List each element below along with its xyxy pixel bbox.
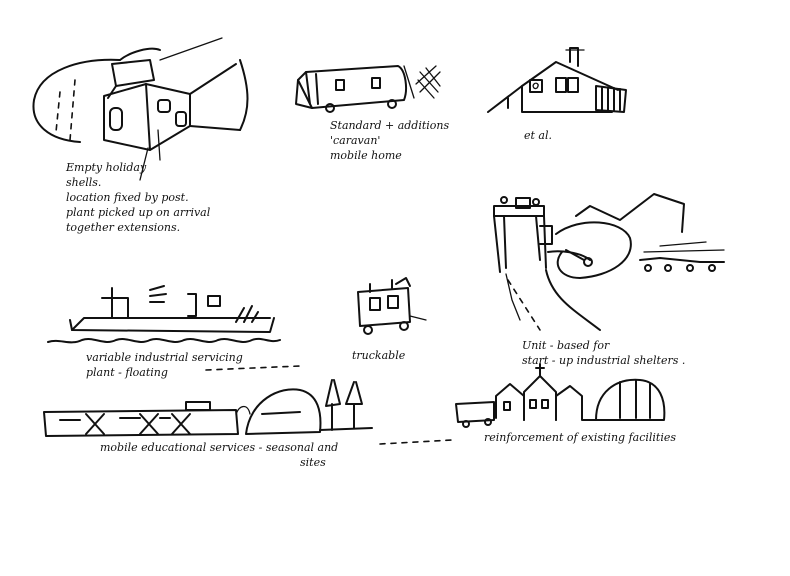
floating-plant-sketch	[47, 285, 281, 344]
mobile-edu-sketch	[43, 379, 373, 437]
note-shelters: Unit - based for start - up industrial s…	[522, 339, 686, 367]
note-floating: variable industrial servicing plant - fl…	[86, 351, 243, 379]
note-empty-shells: Empty holiday shells. location fixed by …	[66, 161, 211, 234]
industrial-shelter-sketch	[493, 193, 725, 331]
dashed-connector-floating	[205, 365, 301, 371]
caravan-sketch	[295, 65, 441, 113]
dashed-connector-edu	[379, 439, 453, 445]
existing-facilities-sketch	[455, 363, 666, 428]
note-et-al: et al.	[524, 129, 552, 142]
note-caravan: Standard + additions 'caravan' mobile ho…	[330, 119, 450, 162]
truckable-sketch	[357, 277, 427, 335]
holiday-shell-sketch	[32, 37, 249, 181]
note-reinforcement: reinforcement of existing facilities	[484, 431, 677, 444]
note-mobile-edu: mobile educational services - seasonal a…	[100, 441, 339, 469]
house-sketch	[487, 47, 627, 113]
note-truckable: truckable	[352, 349, 406, 362]
